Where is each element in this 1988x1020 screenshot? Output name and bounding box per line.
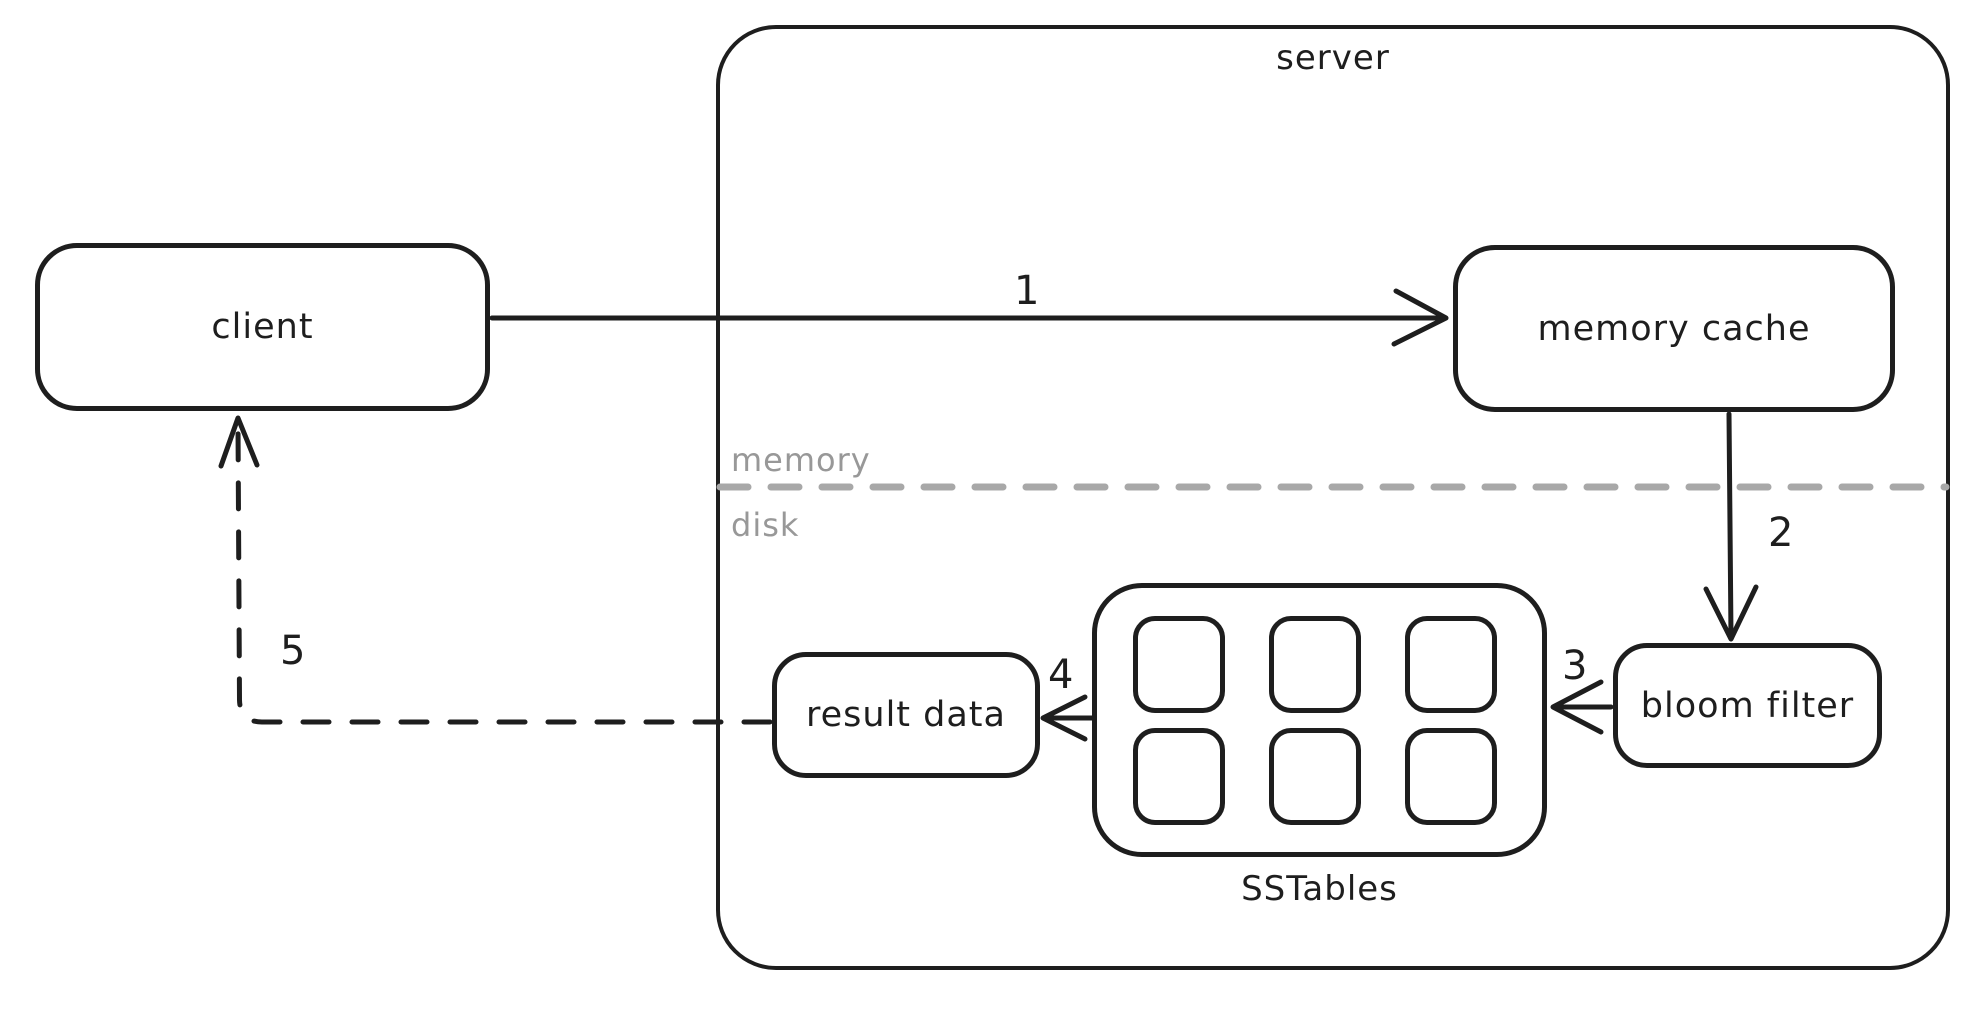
edge-4-step-label: 4 xyxy=(1048,652,1074,698)
edge-1-step-label: 1 xyxy=(1014,268,1040,314)
sstables-segments xyxy=(1092,583,1547,857)
memory-cache-node-label: memory cache xyxy=(1537,308,1811,349)
sstable-segment xyxy=(1269,728,1361,825)
edge-3-step-label: 3 xyxy=(1562,643,1588,689)
sstable-segment xyxy=(1269,616,1361,713)
edge-2-step-label: 2 xyxy=(1768,510,1794,556)
server-label: server xyxy=(1276,38,1390,78)
result-data-node: result data xyxy=(772,652,1040,778)
result-data-node-label: result data xyxy=(806,695,1006,735)
edge-5-result-data-to-client xyxy=(218,415,773,725)
sstable-segment xyxy=(1133,728,1225,825)
sstable-segment xyxy=(1405,728,1497,825)
edge-5-step-label: 5 xyxy=(280,628,306,674)
bloom-filter-node: bloom filter xyxy=(1613,643,1882,768)
client-node: client xyxy=(35,243,490,411)
sstable-segment xyxy=(1133,616,1225,713)
client-node-label: client xyxy=(211,307,314,347)
bloom-filter-node-label: bloom filter xyxy=(1640,685,1855,726)
memory-cache-node: memory cache xyxy=(1453,245,1895,412)
sstable-segment xyxy=(1405,616,1497,713)
memory-region-label: memory xyxy=(731,441,871,479)
sstables-label: SSTables xyxy=(1241,869,1398,909)
disk-region-label: disk xyxy=(731,506,800,544)
